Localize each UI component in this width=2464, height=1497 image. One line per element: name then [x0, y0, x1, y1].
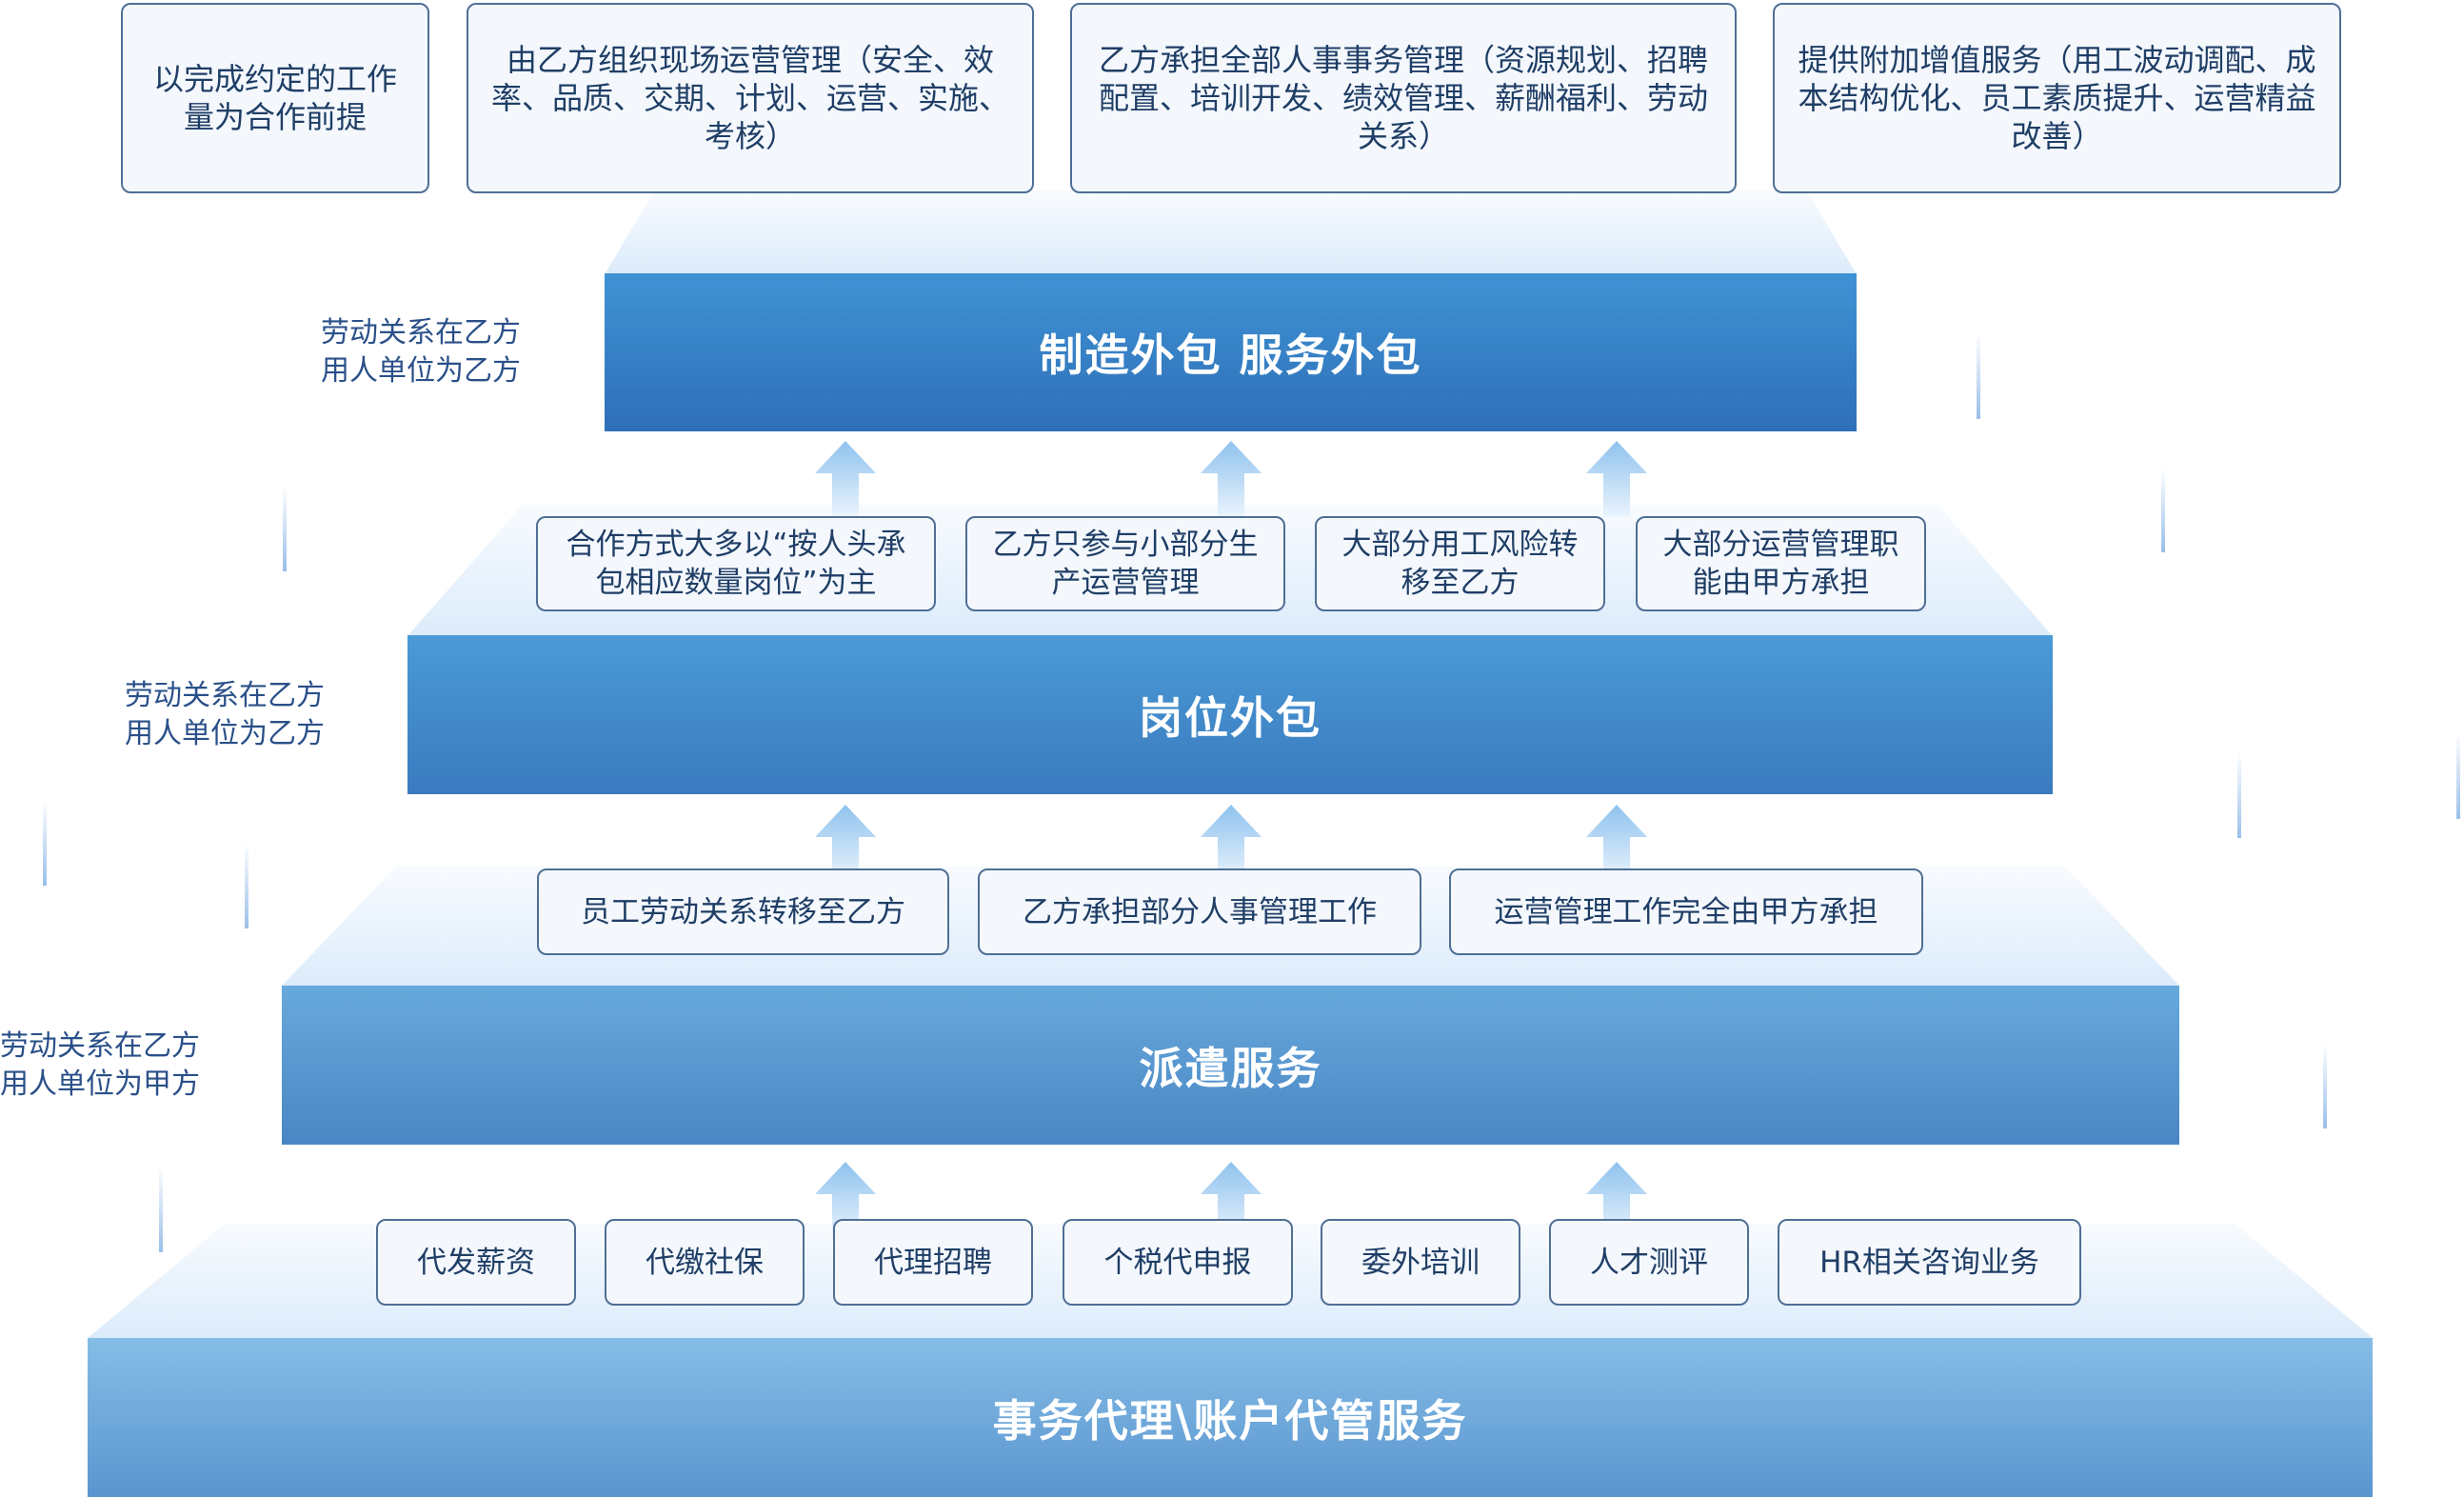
decorative-line — [43, 800, 47, 886]
tier1-desc-box-3: 乙方承担全部人事事务管理（资源规划、招聘配置、培训开发、绩效管理、薪酬福利、劳动… — [1070, 3, 1737, 193]
decorative-line — [2237, 752, 2241, 838]
tier3-desc-box-2: 乙方承担部分人事管理工作 — [978, 868, 1421, 955]
tier4-service-box-5: 委外培训 — [1321, 1219, 1520, 1306]
tier2-desc-box-1: 合作方式大多以“按人头承包相应数量岗位”为主 — [536, 516, 936, 611]
tier4-bar-agency-account-service: 事务代理\账户代管服务 — [88, 1338, 2373, 1497]
tier1-desc-box-4: 提供附加增值服务（用工波动调配、成本结构优化、员工素质提升、运营精益改善） — [1773, 3, 2341, 193]
tier3-bar-dispatch-service: 派遣服务 — [282, 986, 2179, 1145]
tier4-service-box-3: 代理招聘 — [833, 1219, 1033, 1306]
decorative-line — [1977, 333, 1980, 419]
tier4-service-box-4: 个税代申报 — [1063, 1219, 1293, 1306]
decorative-line — [2323, 1043, 2327, 1128]
tier1-bar-manufacturing-service-outsourcing: 制造外包 服务外包 — [605, 273, 1857, 431]
tier1-desc-box-2: 由乙方组织现场运营管理（安全、效率、品质、交期、计划、运营、实施、考核） — [467, 3, 1034, 193]
decorative-line — [2456, 733, 2460, 819]
tier4-service-box-7: HR相关咨询业务 — [1778, 1219, 2081, 1306]
up-arrow-icon — [1201, 441, 1262, 517]
tier4-service-box-1: 代发薪资 — [376, 1219, 576, 1306]
up-arrow-icon — [1586, 441, 1647, 517]
up-arrow-icon — [1586, 805, 1647, 881]
tier4-service-box-6: 人才测评 — [1549, 1219, 1749, 1306]
up-arrow-icon — [815, 805, 876, 881]
tier3-desc-box-3: 运营管理工作完全由甲方承担 — [1449, 868, 1923, 955]
decorative-line — [283, 486, 287, 571]
decorative-line — [2161, 467, 2165, 552]
up-arrow-icon — [815, 1162, 876, 1238]
up-arrow-icon — [815, 441, 876, 517]
tier2-desc-box-3: 大部分用工风险转移至乙方 — [1315, 516, 1605, 611]
up-arrow-icon — [1201, 1162, 1262, 1238]
tier2-side-label: 劳动关系在乙方 用人单位为乙方 — [125, 679, 325, 750]
up-arrow-icon — [1586, 1162, 1647, 1238]
tier3-side-label: 劳动关系在乙方 用人单位为甲方 — [0, 1029, 200, 1101]
tier4-service-box-2: 代缴社保 — [605, 1219, 805, 1306]
tier1-side-label: 劳动关系在乙方 用人单位为乙方 — [321, 316, 521, 388]
decorative-line — [245, 843, 248, 928]
up-arrow-icon — [1201, 805, 1262, 881]
decorative-line — [159, 1167, 163, 1252]
top-tier-shelf — [605, 190, 1857, 274]
tier1-desc-box-1: 以完成约定的工作量为合作前提 — [121, 3, 429, 193]
tier2-bar-position-outsourcing: 岗位外包 — [407, 635, 2053, 794]
tier2-desc-box-2: 乙方只参与小部分生产运营管理 — [965, 516, 1285, 611]
tier2-desc-box-4: 大部分运营管理职能由甲方承担 — [1636, 516, 1926, 611]
tier3-desc-box-1: 员工劳动关系转移至乙方 — [537, 868, 949, 955]
